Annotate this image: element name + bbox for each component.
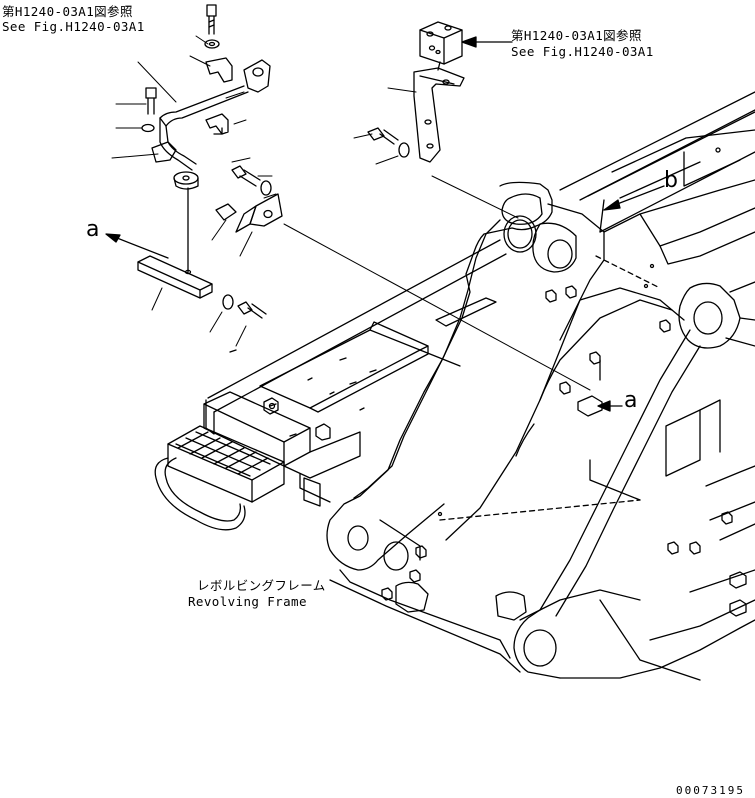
leader-lines bbox=[111, 35, 591, 391]
lube-pipe bbox=[159, 85, 249, 171]
frame-label-jp: レボルビングフレーム bbox=[197, 578, 326, 593]
frame-label-en: Revolving Frame bbox=[188, 594, 307, 609]
middle-clamp bbox=[205, 113, 229, 135]
bracket-bolt bbox=[367, 127, 399, 145]
leader-lines-right bbox=[353, 87, 519, 219]
cover-plate bbox=[137, 255, 213, 299]
view-letter-a-left: a bbox=[86, 217, 100, 242]
bracket-washer bbox=[398, 142, 410, 158]
revolving-frame bbox=[154, 91, 755, 681]
view-letter-b: b bbox=[664, 168, 678, 193]
pipe-bracket bbox=[235, 193, 283, 233]
arrow-ref-right bbox=[461, 36, 513, 48]
upper-clamp bbox=[205, 57, 271, 93]
document-number: 00073195 bbox=[676, 784, 745, 797]
mid-bolt bbox=[231, 165, 261, 187]
valve-bracket bbox=[413, 61, 465, 163]
ref-label-top-right-jp: 第H1240-03A1図参照 bbox=[511, 28, 642, 43]
pipe-fitting bbox=[173, 171, 199, 190]
ref-label-top-left-en: See Fig.H1240-03A1 bbox=[2, 19, 145, 34]
cover-bolt bbox=[237, 301, 267, 319]
clip bbox=[215, 203, 237, 221]
view-letter-a-right: a bbox=[624, 388, 638, 413]
arrow-a-left bbox=[105, 233, 169, 259]
cover-washer bbox=[222, 294, 234, 310]
valve-block bbox=[419, 21, 463, 65]
mid-washer bbox=[260, 180, 272, 196]
top-washer bbox=[204, 39, 220, 49]
ref-label-top-left-jp: 第H1240-03A1図参照 bbox=[2, 4, 133, 19]
left-washer bbox=[141, 123, 155, 133]
left-bolt bbox=[145, 87, 157, 115]
arrow-b bbox=[603, 185, 665, 211]
left-clamp bbox=[151, 141, 177, 163]
ref-label-top-right-en: See Fig.H1240-03A1 bbox=[511, 44, 654, 59]
arrow-a-right bbox=[597, 400, 623, 412]
top-bolt bbox=[206, 4, 217, 35]
